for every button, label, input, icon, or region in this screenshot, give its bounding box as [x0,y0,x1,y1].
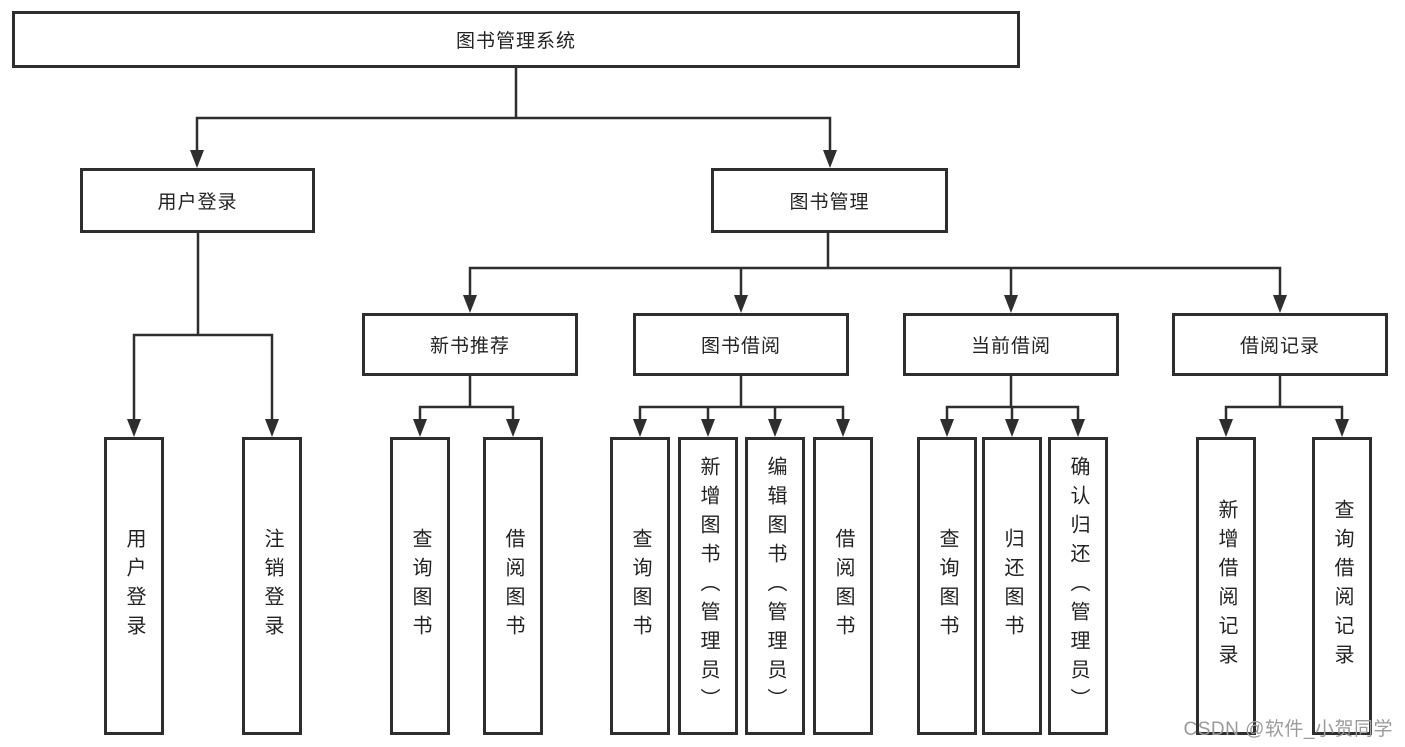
leaf-edit-book-admin: 编辑图书（管理员） [745,437,805,735]
leaf-confirm-return-admin: 确认归还（管理员） [1048,437,1108,735]
leaf-add-borrow-record: 新增借阅记录 [1196,437,1256,735]
node-book-borrowing: 图书借阅 [633,313,849,376]
node-borrowing-records: 借阅记录 [1172,313,1388,376]
node-library-system: 图书管理系统 [12,11,1020,68]
node-current-borrowing: 当前借阅 [903,313,1119,376]
node-user-login: 用户登录 [80,168,315,233]
leaf-query-books-recommend: 查询图书 [390,437,450,735]
leaf-logout: 注销登录 [242,437,302,735]
leaf-query-borrow-record: 查询借阅记录 [1312,437,1372,735]
node-book-management: 图书管理 [711,168,948,233]
leaf-borrow-books-recommend: 借阅图书 [483,437,543,735]
leaf-return-books: 归还图书 [982,437,1042,735]
tree-edges [132,67,1344,421]
leaf-add-book-admin: 新增图书（管理员） [678,437,738,735]
leaf-user-login: 用户登录 [104,437,164,735]
node-new-book-recommend: 新书推荐 [362,313,578,376]
watermark-text: CSDN @软件_小贺同学 [1183,719,1393,740]
leaf-query-books-borrowing: 查询图书 [610,437,670,735]
leaf-query-books-current: 查询图书 [917,437,977,735]
arrowheads [127,150,1349,437]
leaf-borrow-books-borrowing: 借阅图书 [813,437,873,735]
